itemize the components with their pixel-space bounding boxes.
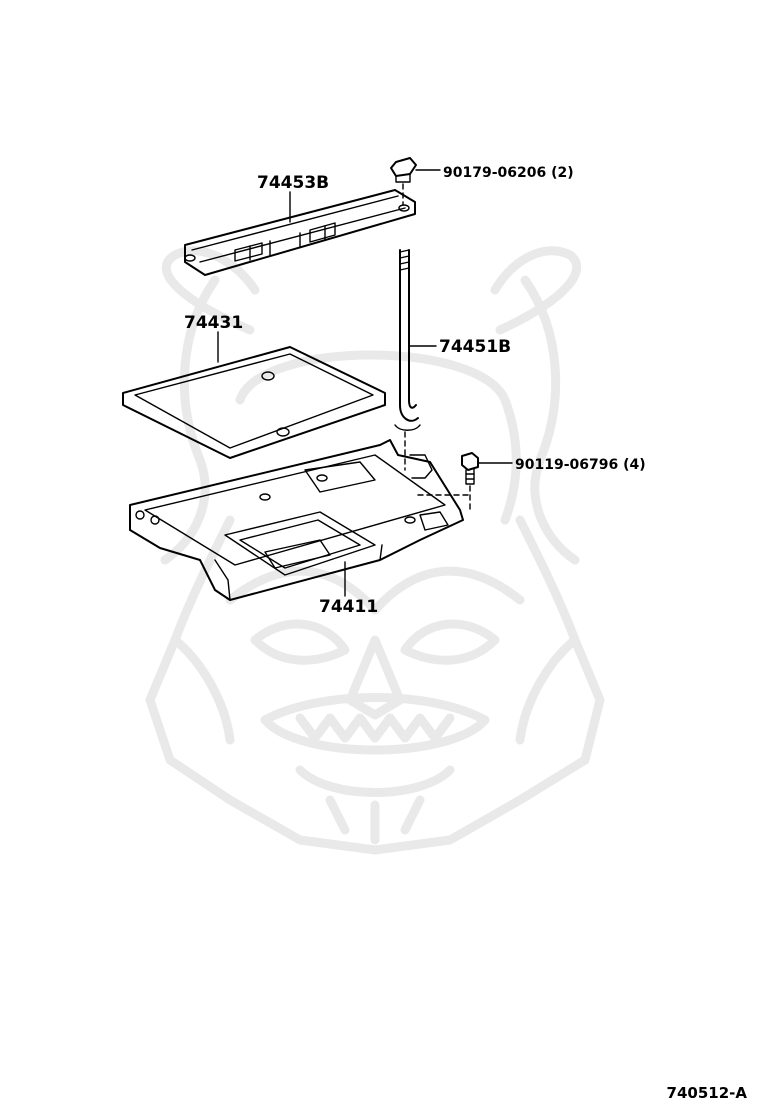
leader-lines: [217, 169, 513, 597]
tray-liner-74431: [122, 346, 386, 459]
bolt-90119-06796: [461, 452, 479, 511]
part-label-74411: 74411: [319, 597, 378, 617]
part-label-90179-06206: 90179-06206 (2): [443, 165, 574, 181]
part-label-74431: 74431: [184, 313, 243, 333]
battery-carrier-74411: [129, 439, 471, 601]
figure-id: 740512-A: [667, 1084, 748, 1102]
battery-clamp-74453B: [184, 189, 416, 276]
nut-90179-06206: [390, 157, 417, 206]
watermark-samurai-logo: [145, 246, 605, 855]
part-label-90119-06796: 90119-06796 (4): [515, 457, 646, 473]
part-label-74451B: 74451B: [439, 337, 511, 357]
hook-bolt-74451B: [394, 249, 421, 471]
part-label-74453B: 74453B: [257, 173, 329, 193]
